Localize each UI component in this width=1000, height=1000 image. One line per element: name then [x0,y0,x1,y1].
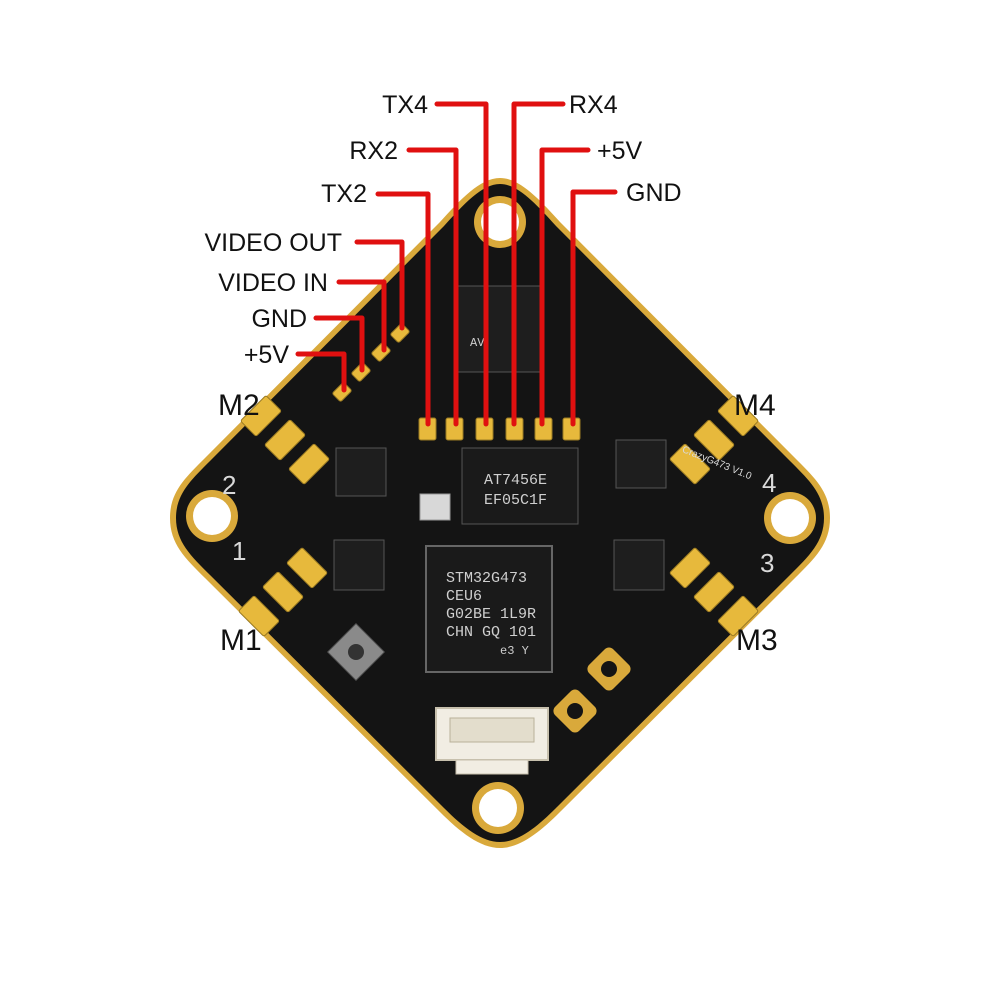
wire-video-in [336,279,387,353]
osd-chip-line-1: AT7456E [484,472,547,489]
label-video-out: VIDEO OUT [204,229,342,257]
driver-chip-1 [335,447,387,497]
label-rx4: RX4 [569,91,618,119]
motor-pads-m2 [240,395,330,485]
label-tx2: TX2 [321,180,367,208]
label-rx2: RX2 [349,137,398,165]
driver-chip-4 [613,539,665,591]
crystal [419,493,451,521]
connector [435,707,549,775]
boot-button [327,623,385,681]
label-m4: M4 [734,389,776,422]
driver-chip-2 [333,539,385,591]
driver-chip-3 [615,439,667,489]
corner-number-4: 4 [762,468,776,498]
mcu-line-3: G02BE 1L9R [446,606,536,623]
wire-gnd-left [313,315,365,373]
mounting-hole-right [764,492,816,544]
mounting-hole-top [474,196,526,248]
wire-tx4 [434,101,489,427]
label-m1: M1 [220,624,262,657]
corner-number-3: 3 [760,548,774,578]
round-pad-1 [587,647,631,691]
uart-pad-row [418,417,581,441]
wire-5v-right [539,147,591,427]
wire-gnd-right [570,189,618,427]
mcu-line-1: STM32G473 [446,570,527,587]
label-tx4: TX4 [382,91,428,119]
label-video-in: VIDEO IN [218,269,328,297]
corner-number-2: 2 [222,470,236,500]
flight-controller-board: 1 2 3 4 CrazyG473 V1.0 AV AT7456E EF05C1… [170,178,830,848]
wire-tx2 [375,191,431,427]
label-gnd-left: GND [251,305,307,333]
top-chip-text: AV [470,336,485,350]
label-gnd-right: GND [626,179,682,207]
label-m2: M2 [218,389,260,422]
leader-wires [295,101,618,427]
osd-chip-line-2: EF05C1F [484,492,547,509]
wire-5v-left [295,351,347,393]
round-pad-2 [553,689,597,733]
motor-pads-m3 [669,547,759,637]
mcu-mark: e3 Y [500,644,529,658]
motor-labels: M2 M4 M1 M3 [218,389,778,657]
mcu-line-4: CHN GQ 101 [446,624,536,641]
pin-labels: TX4 RX4 RX2 +5V TX2 GND VIDEO OUT VIDEO … [204,91,681,369]
mounting-hole-left [186,490,238,542]
top-chip: AV [457,285,543,373]
pad-5v-left [332,382,352,402]
mounting-hole-bottom [472,782,524,834]
wire-rx2 [406,147,459,427]
motor-pads-m4 [669,395,759,485]
label-5v-right: +5V [597,137,643,165]
wire-rx4 [511,101,566,427]
pad-video-out [390,323,410,343]
corner-number-1: 1 [232,536,246,566]
mcu-chip: STM32G473 CEU6 G02BE 1L9R CHN GQ 101 e3 … [425,545,553,673]
motor-pads-m1 [238,547,328,637]
mcu-line-2: CEU6 [446,588,482,605]
label-m3: M3 [736,624,778,657]
osd-chip: AT7456E EF05C1F [461,447,579,525]
label-5v-left: +5V [244,341,290,369]
wire-video-out [354,239,405,331]
